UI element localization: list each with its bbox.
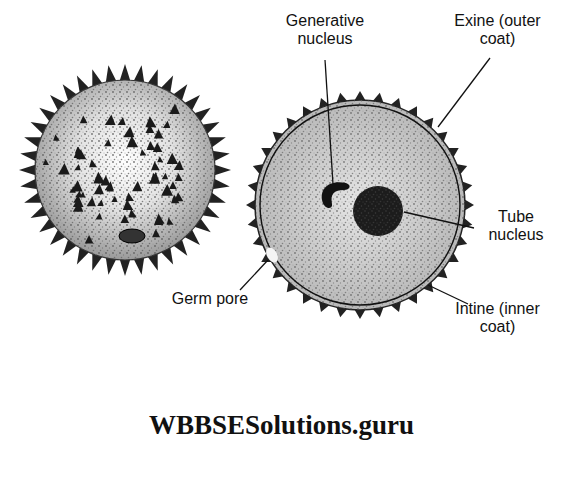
part-label: Generative nucleus (270, 12, 380, 49)
texture (255, 100, 465, 310)
surface-spine (147, 141, 156, 150)
surface-spine (163, 121, 170, 128)
surface-spine (95, 213, 102, 220)
surface-spine (174, 160, 184, 170)
surface-spine (162, 173, 168, 179)
surface-spine (94, 184, 104, 194)
watermark: WBBSESolutions.guru (0, 410, 563, 441)
surface-spine (145, 116, 156, 127)
texture (35, 80, 215, 260)
leader-line (404, 212, 474, 228)
surface-spine (128, 209, 136, 217)
surface-spine (167, 218, 174, 225)
part-label: Tube nucleus (476, 208, 556, 245)
surface-spine (89, 159, 97, 167)
exine-surface (35, 80, 215, 260)
surface-spine (154, 129, 164, 139)
intine (260, 105, 460, 305)
surface-spine (104, 139, 111, 146)
surface-spine (53, 134, 60, 141)
surface-spine (111, 196, 117, 202)
exine (255, 100, 465, 310)
leader-line (240, 260, 268, 290)
surface-spine (75, 191, 82, 198)
pollen-grain-surface (19, 64, 231, 276)
surface-spine (157, 156, 163, 162)
surface-spine (71, 180, 82, 191)
surface-spine (140, 149, 146, 155)
part-label: Exine (outer coat) (440, 12, 555, 49)
surface-spine (74, 147, 85, 158)
surface-spine (85, 235, 94, 244)
surface-spine (43, 159, 49, 165)
leader-line (438, 58, 490, 127)
germ-pore (119, 229, 145, 243)
part-label: Germ pore (160, 290, 260, 308)
leader-lines (240, 58, 490, 304)
surface-spine (73, 201, 84, 212)
surface-spine (74, 164, 80, 170)
surface-spine (123, 199, 133, 209)
surface-spine (132, 181, 142, 191)
surface-spine (105, 114, 116, 125)
texture (353, 186, 403, 236)
surface-spine (80, 116, 88, 124)
surface-spine (154, 214, 164, 224)
surface-spine (152, 229, 160, 237)
surface-spine (87, 197, 96, 206)
surface-spine (97, 200, 103, 206)
surface-spine (167, 153, 178, 164)
surface-spine (123, 126, 134, 137)
surface-spine (118, 117, 126, 125)
surface-spine (58, 163, 69, 174)
surface-spine (161, 184, 173, 196)
surface-spine (151, 162, 160, 171)
tube-nucleus (353, 186, 403, 236)
surface-spine (153, 142, 163, 152)
surface-spine (149, 172, 161, 184)
surface-spine (175, 173, 183, 181)
surface-spine (151, 173, 157, 179)
generative-nucleus (322, 182, 350, 208)
surface-spine (169, 181, 177, 189)
surface-spine (169, 104, 179, 114)
leader-line (325, 60, 333, 184)
surface-spine (127, 136, 138, 147)
surface-spine (125, 192, 134, 201)
surface-spine (105, 181, 114, 190)
surface-spine (121, 215, 129, 223)
surface-spine (171, 195, 179, 203)
part-label: Intine (inner coat) (440, 300, 555, 337)
